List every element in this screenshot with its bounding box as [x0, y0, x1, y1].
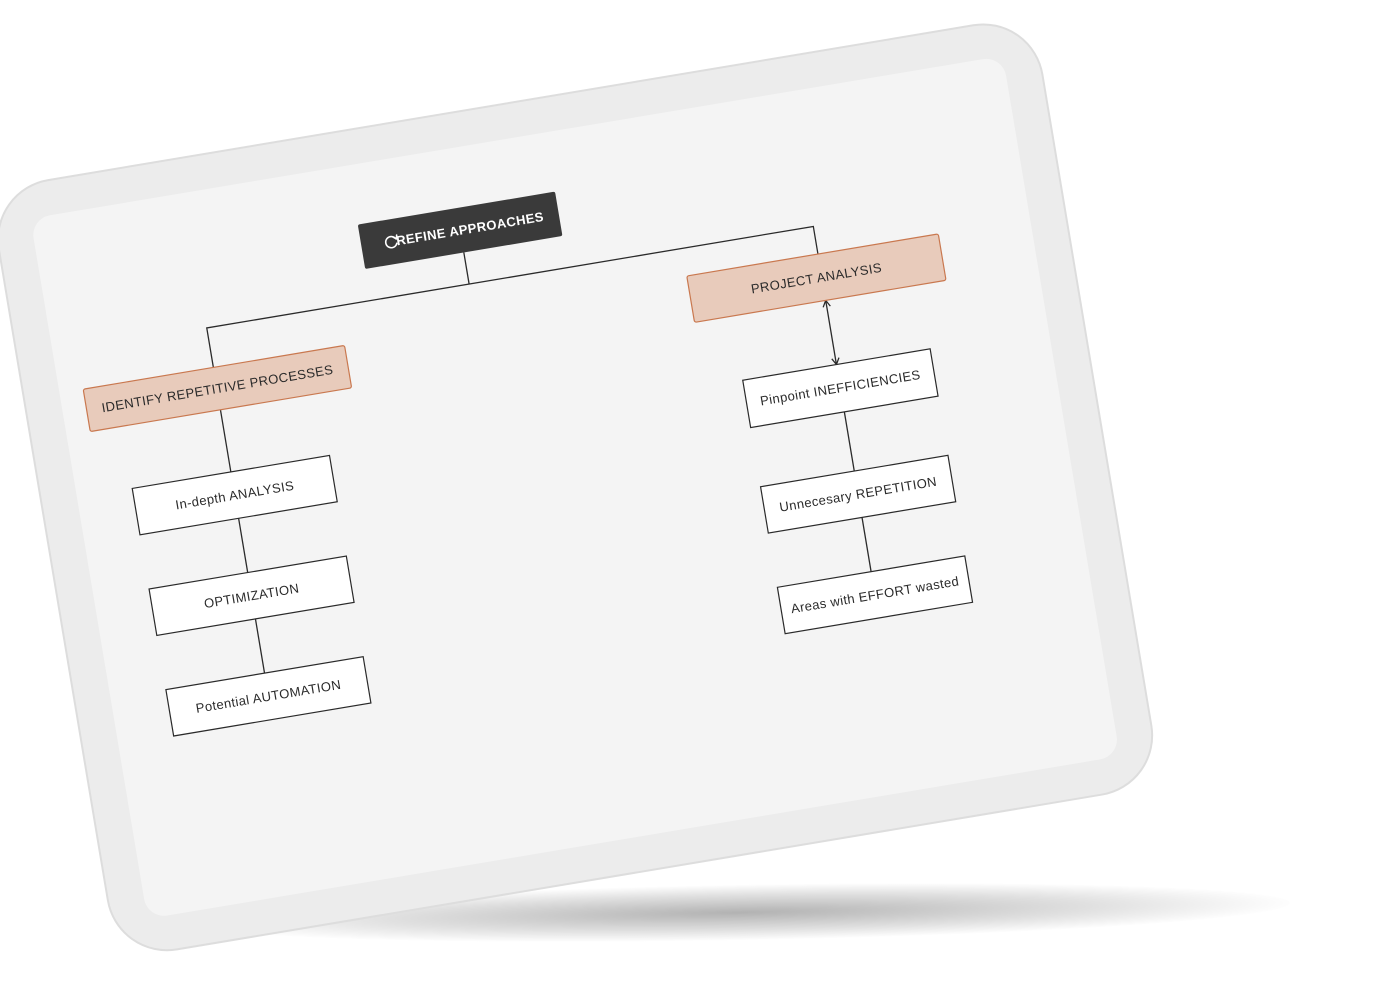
process-diagram: REFINE APPROACHES IDENTIFY REPETITIVE PR… — [82, 191, 974, 737]
right-item-3[interactable]: Areas with EFFORT wasted — [776, 555, 974, 635]
right-arrow-connector — [822, 299, 840, 366]
left-connector-1 — [219, 409, 232, 473]
refresh-icon — [384, 234, 398, 249]
left-connector-3 — [254, 618, 266, 674]
right-item-2[interactable]: Unnecesary REPETITION — [759, 454, 957, 534]
left-item-2[interactable]: OPTIMIZATION — [148, 555, 355, 637]
connector-lines — [206, 225, 872, 674]
left-item-3[interactable]: Potential AUTOMATION — [165, 655, 372, 737]
right-item-1[interactable]: Pinpoint INEFFICIENCIES — [742, 348, 939, 429]
right-connector-2 — [843, 411, 855, 472]
root-node[interactable]: REFINE APPROACHES — [358, 191, 563, 269]
branch-bar — [206, 225, 819, 368]
right-connector-3 — [861, 517, 872, 572]
left-item-1[interactable]: In-depth ANALYSIS — [131, 454, 338, 536]
left-connector-2 — [237, 518, 249, 573]
right-branch-head[interactable]: PROJECT ANALYSIS — [686, 233, 947, 323]
root-connector — [463, 252, 470, 285]
